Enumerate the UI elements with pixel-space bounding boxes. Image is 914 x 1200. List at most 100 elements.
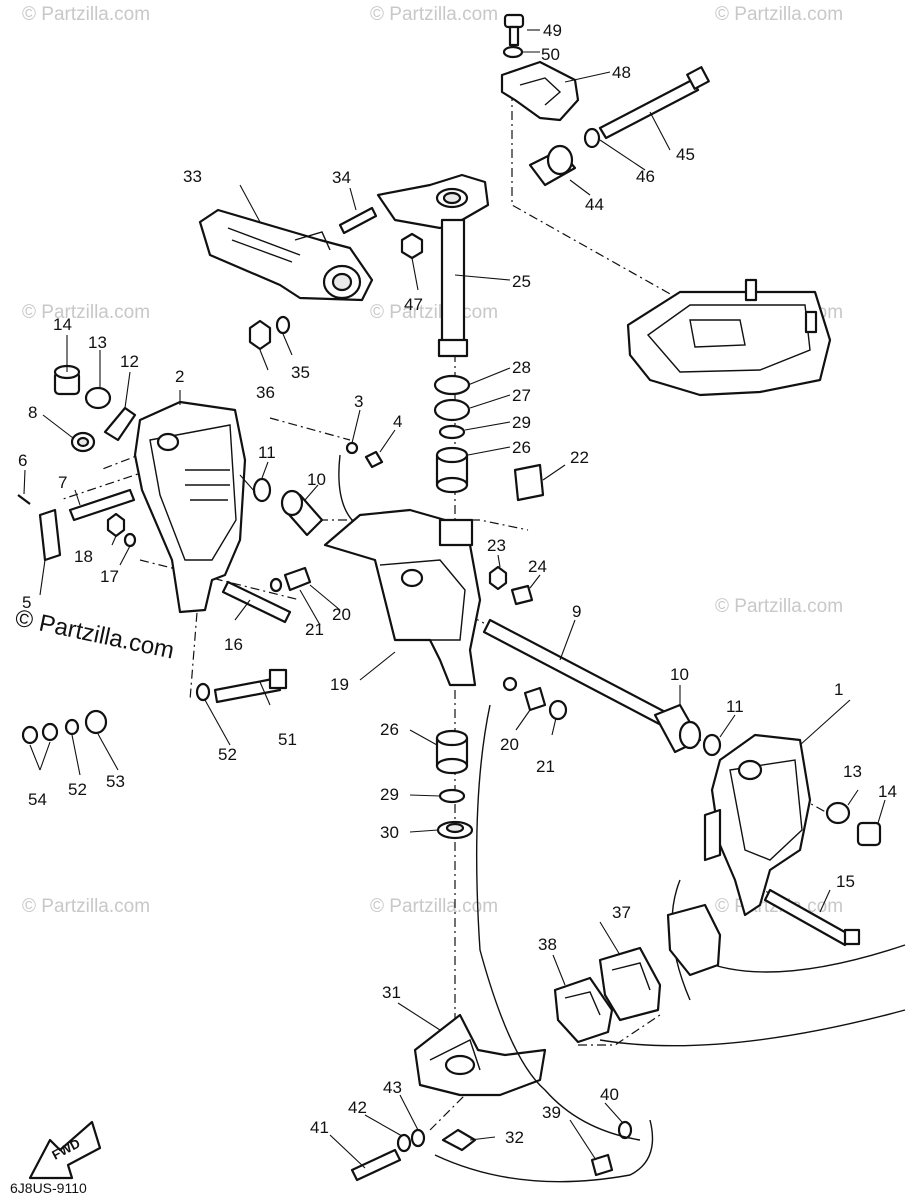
clamp-bracket-2-icon	[133, 400, 247, 614]
fitting-20-right-icon	[523, 686, 547, 712]
bolt-41-icon	[350, 1148, 402, 1182]
long-bolt-45-icon	[598, 66, 710, 140]
washer-46-icon	[583, 127, 601, 149]
callout: 14	[878, 782, 897, 801]
watermark: © Partzilla.com	[370, 896, 498, 917]
callout: 13	[843, 762, 862, 781]
callout: 53	[106, 772, 125, 791]
callout: 50	[541, 45, 560, 64]
lower-steering-31-icon	[413, 1013, 547, 1097]
callout: 27	[512, 386, 531, 405]
lever-5-icon	[38, 508, 62, 562]
washer-40-icon	[617, 1120, 633, 1140]
callout: 42	[348, 1098, 367, 1117]
o-ring-29-icon	[438, 424, 466, 440]
callout: 23	[487, 536, 506, 555]
callout: 21	[305, 620, 324, 639]
callout: 29	[380, 785, 399, 804]
washer-54b-icon	[41, 722, 59, 742]
bolt-49-icon	[503, 13, 525, 47]
bushing-10-right-icon	[653, 703, 702, 754]
swivel-bracket-19-icon	[323, 508, 482, 687]
callout: 20	[500, 735, 519, 754]
callout: 21	[536, 757, 555, 776]
callout: 14	[53, 315, 72, 334]
nut-23-icon	[488, 565, 508, 591]
stud-34-icon	[338, 206, 378, 235]
callout: 11	[726, 697, 744, 716]
callout: 9	[572, 602, 581, 621]
callout: 28	[512, 358, 531, 377]
watermark: © Partzilla.com	[370, 302, 498, 323]
nut-18-icon	[106, 512, 126, 538]
callout: 31	[382, 983, 401, 1002]
watermark: © Partzilla.com	[715, 4, 843, 25]
nut-47-icon	[400, 232, 424, 260]
callout: 24	[528, 557, 547, 576]
bushing-27-icon	[433, 398, 471, 422]
callout: 51	[278, 730, 297, 749]
callout: 10	[307, 470, 326, 489]
callout: 33	[183, 167, 202, 186]
callout: 1	[834, 680, 843, 699]
callout: 34	[332, 168, 351, 187]
cap-14-right-icon	[856, 821, 882, 847]
callout: 40	[600, 1085, 619, 1104]
watermark-main: © Partzilla.com	[13, 604, 177, 664]
callout: 17	[100, 567, 119, 586]
callout: 20	[332, 605, 351, 624]
washer-11-right-icon	[702, 733, 722, 757]
watermark: © Partzilla.com	[22, 896, 150, 917]
spring-7-icon	[68, 488, 136, 522]
callout: 29	[512, 413, 531, 432]
callout: 25	[512, 272, 531, 291]
washer-35-icon	[275, 315, 291, 335]
washer-52-left-icon	[64, 718, 80, 736]
parts: FWD 6J8US-9110	[10, 13, 882, 1196]
callout: 8	[28, 403, 37, 422]
pad-22-icon	[513, 463, 545, 502]
o-ring-29-lower-icon	[438, 788, 466, 804]
steering-handle-33-icon	[198, 208, 374, 302]
callout: 22	[570, 448, 589, 467]
washer-54a-icon	[21, 725, 39, 745]
callout: 38	[538, 935, 557, 954]
callout: 49	[543, 21, 562, 40]
bottom-cowling-icon	[626, 278, 832, 397]
washer-50-icon	[502, 45, 524, 59]
callout: 26	[512, 438, 531, 457]
bolt-39-icon	[590, 1153, 614, 1177]
washer-11-left-icon	[252, 477, 272, 503]
bushing-26-upper-icon	[435, 446, 469, 494]
callout: 10	[670, 665, 689, 684]
washer-53-icon	[84, 709, 108, 735]
callout: 43	[383, 1078, 402, 1097]
callout: 13	[88, 333, 107, 352]
callout: 32	[505, 1128, 524, 1147]
callout: 35	[291, 363, 310, 382]
steering-shaft-25-icon	[437, 218, 469, 358]
washer-28-icon	[433, 374, 471, 396]
callout: 7	[58, 473, 67, 492]
callout: 19	[330, 675, 349, 694]
callout: 12	[120, 352, 139, 371]
callout: 39	[542, 1103, 561, 1122]
watermark: © Partzilla.com	[22, 4, 150, 25]
callout: 46	[636, 167, 655, 186]
callout: 36	[256, 383, 275, 402]
bolt-24-icon	[510, 584, 534, 606]
bushing-26-lower-icon	[435, 729, 469, 775]
fwd-arrow-icon: FWD	[28, 1120, 102, 1180]
fitting-20-icon	[283, 566, 312, 592]
mount-38-icon	[553, 976, 614, 1044]
callout: 15	[836, 872, 855, 891]
callout: 52	[68, 780, 87, 799]
callout: 2	[175, 367, 184, 386]
callout: 6	[18, 451, 27, 470]
clip-12-icon	[103, 406, 137, 442]
clamp-bracket-1-icon	[703, 733, 812, 917]
callout: 37	[612, 903, 631, 922]
screw-4-icon	[364, 450, 384, 469]
callout: 30	[380, 823, 399, 842]
callout: 47	[404, 295, 423, 314]
